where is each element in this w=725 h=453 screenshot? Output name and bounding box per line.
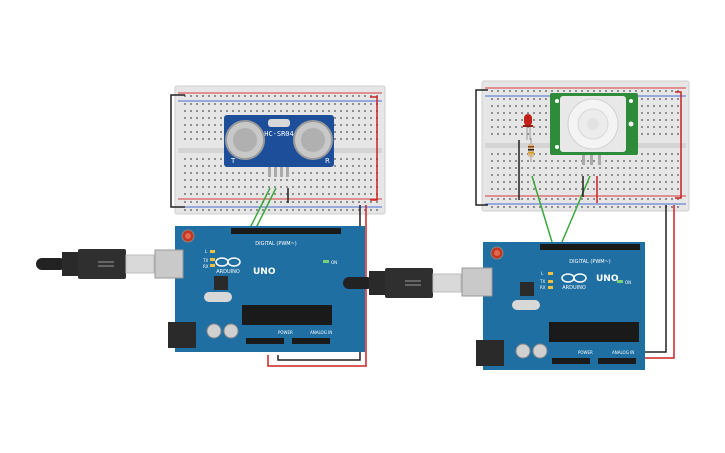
board-right-tx-led: TX	[539, 279, 545, 284]
breadboard-left-holes	[184, 95, 378, 211]
left-circuit: HC-SR04 T R	[36, 85, 386, 367]
sensor-r-label: R	[325, 157, 330, 165]
usb-cable-icon	[343, 268, 462, 298]
usb-cable-icon	[36, 249, 155, 279]
board-right-brand: ARDUINO	[562, 285, 586, 291]
board-left-brand: ARDUINO	[216, 269, 240, 275]
resistor[interactable]	[528, 138, 534, 162]
board-left-l-led: L	[205, 249, 208, 254]
infinity-logo-icon	[561, 273, 587, 283]
board-left-power-label: POWER	[278, 330, 293, 335]
board-left-digital-label: DIGITAL (PWM~)	[255, 241, 297, 247]
board-right-model: UNO	[596, 274, 619, 284]
arduino-uno-left[interactable]: DIGITAL (PWM~) UNO ARDUINO ON L TX RX PO…	[154, 226, 365, 352]
board-left-rx-led: RX	[203, 264, 209, 269]
infinity-logo-icon	[215, 257, 241, 267]
sensor-t-label: T	[230, 157, 236, 165]
board-left-tx-led: TX	[202, 258, 208, 263]
ultrasonic-sensor[interactable]: HC-SR04 T R	[224, 115, 334, 177]
board-right-digital-label: DIGITAL (PWM~)	[569, 259, 611, 265]
board-left-analog-label: ANALOG IN	[310, 330, 332, 335]
pir-sensor[interactable]	[550, 93, 638, 165]
board-right-l-led: L	[541, 271, 544, 276]
board-right-analog-label: ANALOG IN	[612, 350, 634, 355]
board-right-power-label: POWER	[578, 350, 593, 355]
board-left-on-label: ON	[331, 260, 337, 265]
right-circuit: DIGITAL (PWM~) UNO ARDUINO ON L TX RX PO…	[343, 80, 690, 370]
red-led[interactable]	[523, 114, 533, 140]
sensor-model-label: HC-SR04	[264, 130, 294, 138]
board-right-rx-led: RX	[540, 285, 546, 290]
arduino-uno-right[interactable]: DIGITAL (PWM~) UNO ARDUINO ON L TX RX PO…	[461, 242, 645, 370]
board-right-on-label: ON	[625, 280, 631, 285]
board-left-model: UNO	[253, 267, 276, 277]
